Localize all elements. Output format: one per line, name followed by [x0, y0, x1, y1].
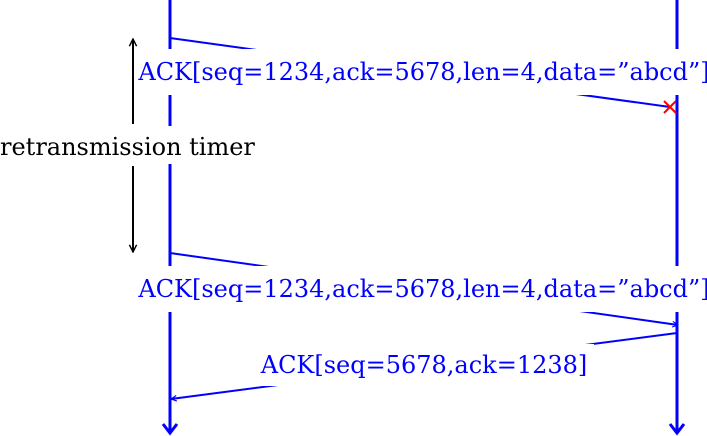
timer-label: retransmission timer	[0, 133, 255, 161]
message-1-label: ACK[seq=1234,ack=5678,len=4,data=”abcd”]	[137, 58, 707, 86]
right-lifeline-arrowhead	[668, 423, 686, 436]
message-3-label: ACK[seq=5678,ack=1238]	[260, 351, 588, 379]
left-lifeline-arrowhead	[161, 423, 179, 436]
loss-x-icon	[663, 100, 677, 114]
message-2-label: ACK[seq=1234,ack=5678,len=4,data=”abcd”]	[137, 275, 707, 303]
